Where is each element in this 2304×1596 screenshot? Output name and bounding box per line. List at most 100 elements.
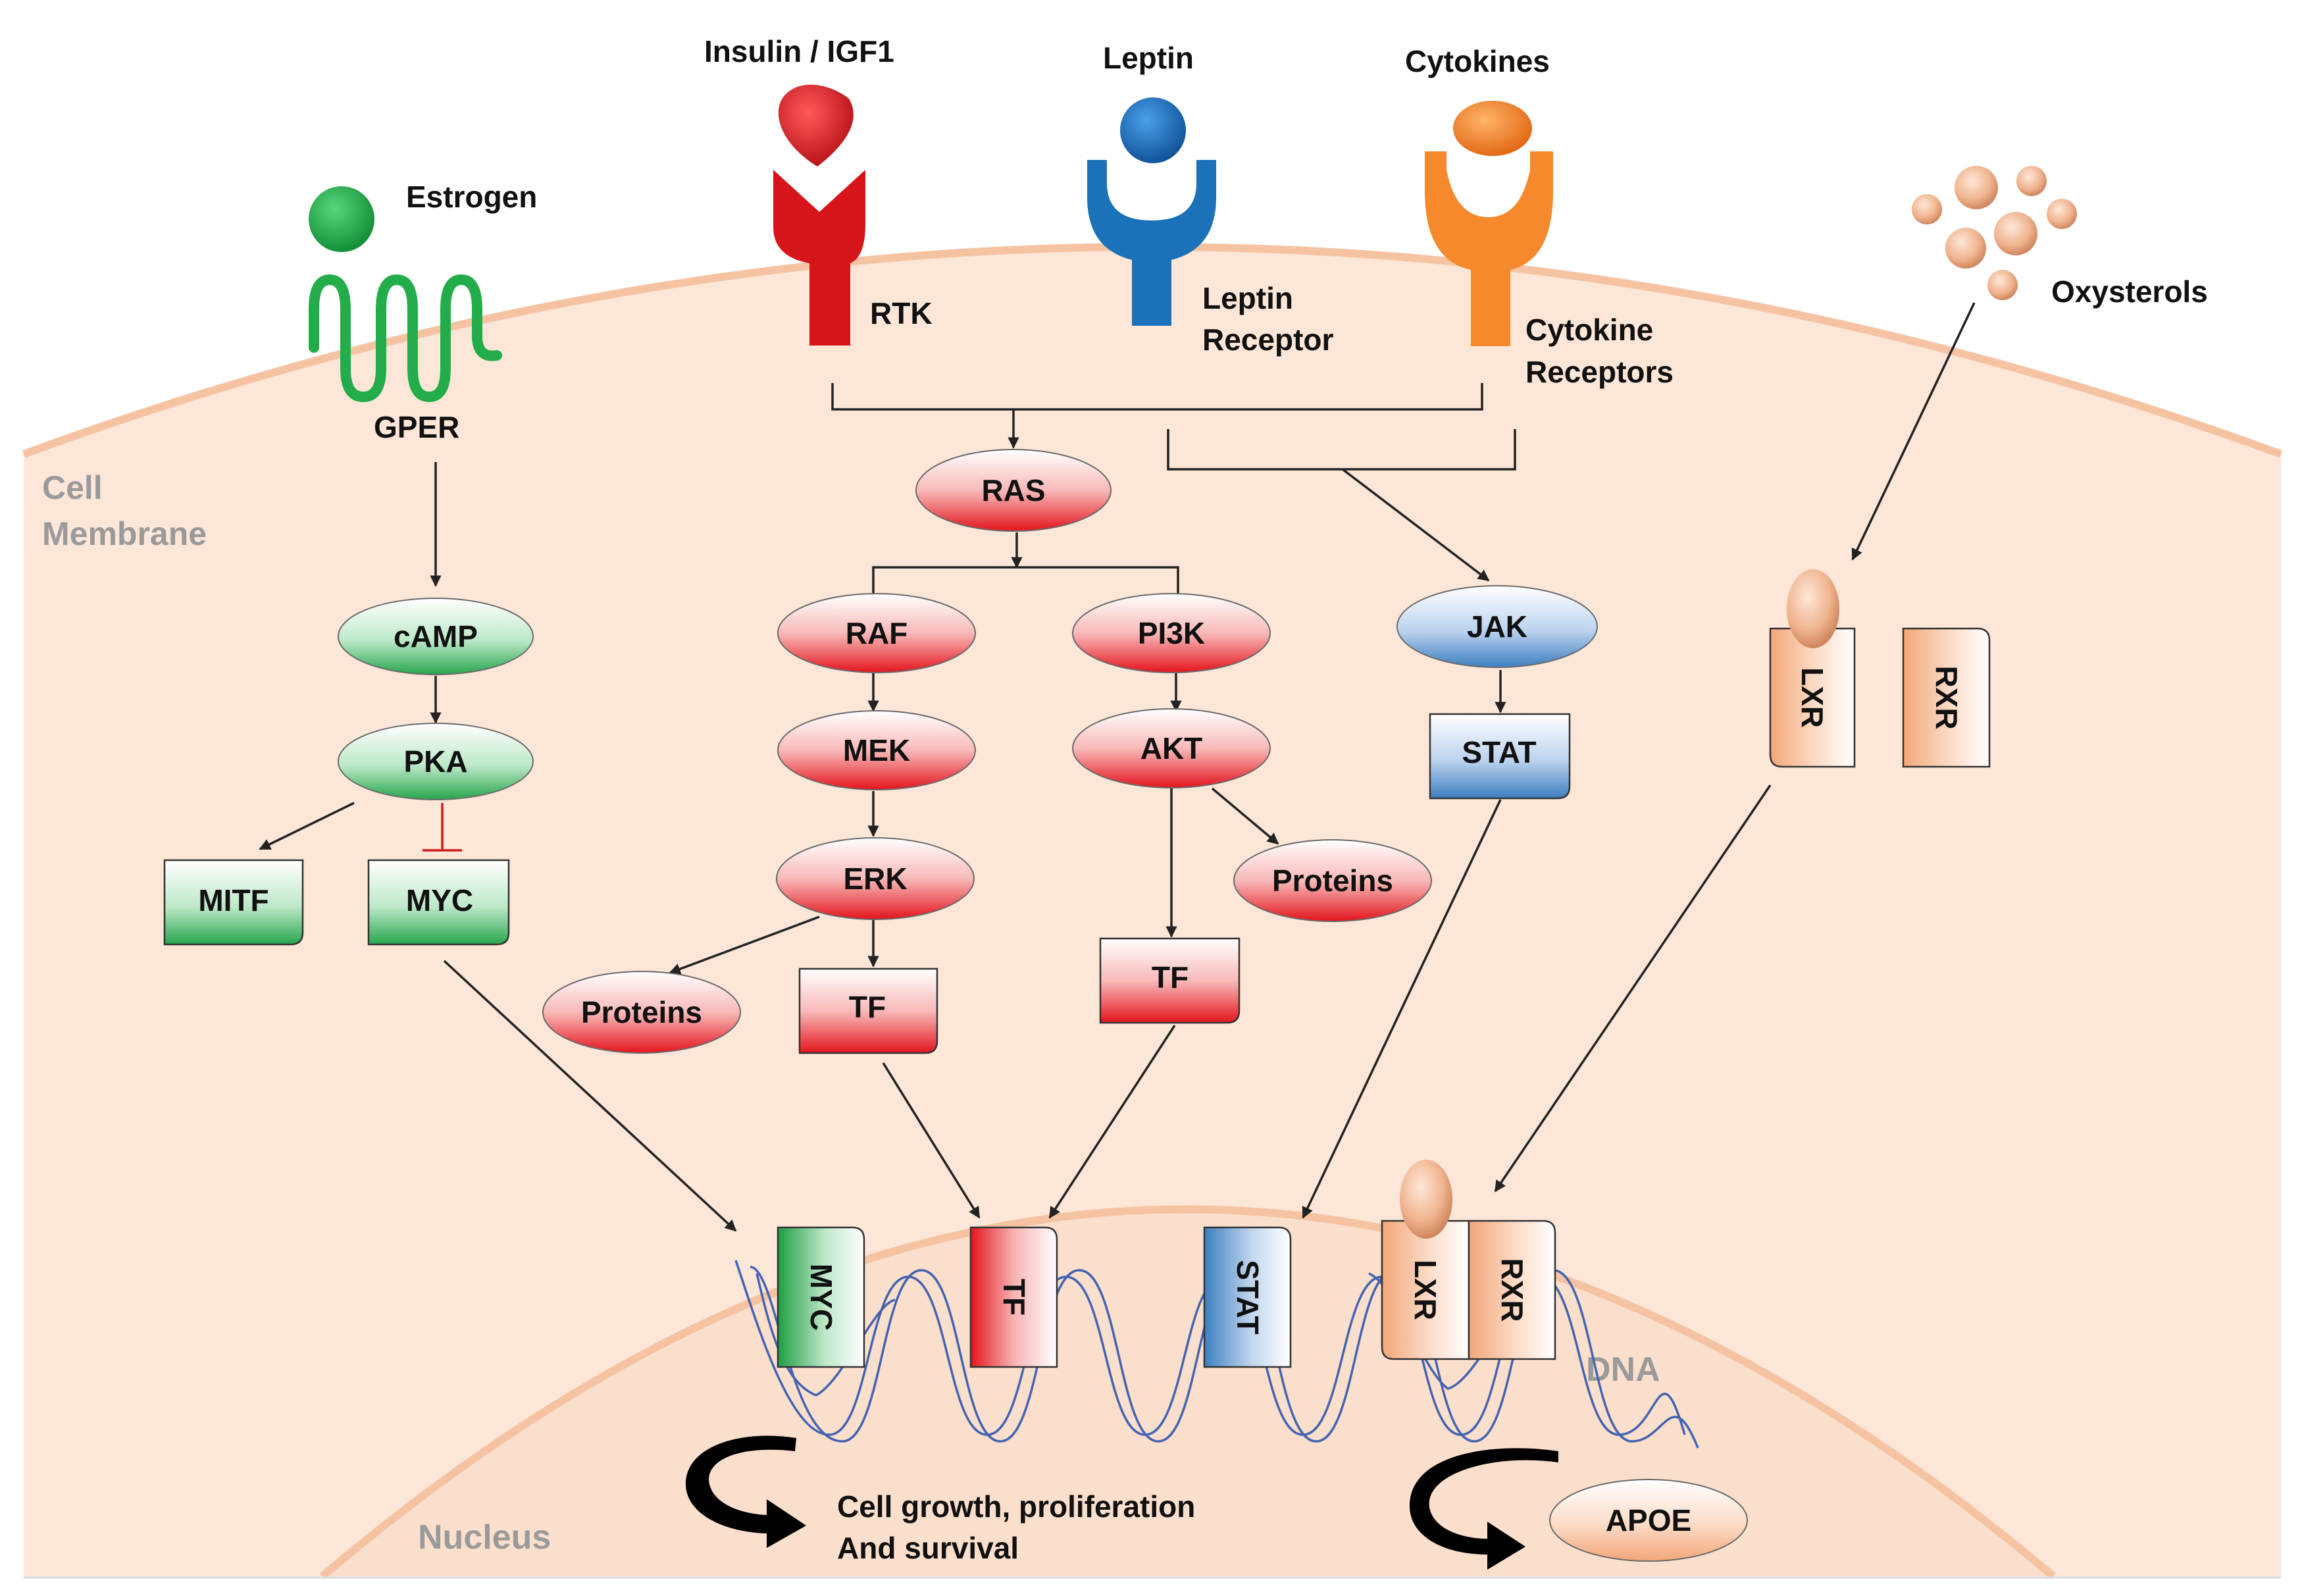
nuclear-tf: TF [969,1226,1058,1368]
pathway-edges [259,302,1976,1232]
node-tf-akt: TF [1099,937,1241,1024]
estrogen-ligand: Estrogen [309,180,537,252]
svg-text:PI3K: PI3K [1138,616,1205,650]
insulin-drop-icon [778,84,854,167]
cytokines-label: Cytokines [1405,44,1550,78]
svg-text:Proteins: Proteins [581,995,702,1029]
oxysterol-bound-icon [1787,569,1839,648]
svg-text:STAT: STAT [1462,735,1536,769]
oxysterols-label: Oxysterols [2051,274,2208,309]
leptin-receptor-icon [1087,160,1216,326]
oxysterol-sphere-icon [1994,212,2037,255]
node-camp: cAMP [338,598,534,675]
edge-pka-mitf [259,802,355,850]
svg-text:TF: TF [849,990,886,1024]
node-pi3k: PI3K [1072,593,1271,673]
cytokine-ball-icon [1453,101,1532,156]
rtk-label: RTK [870,296,933,330]
nuclear-envelope-line [320,1205,2056,1580]
apoe-label: APOE [1606,1503,1691,1537]
nuclear-lxr: LXR [1381,1160,1470,1360]
apoe-output: APOE [1409,1448,1748,1570]
node-erk: ERK [776,837,975,920]
node-lxr: LXR [1769,569,1856,768]
oxysterol-sphere-icon [1955,166,1998,209]
svg-text:RAF: RAF [846,616,908,650]
edge-tf-nucleus-right [1048,1025,1176,1219]
gper-seven-transmembrane-icon [309,274,502,403]
oxysterol-bound-icon [1400,1160,1452,1239]
svg-text:LXR: LXR [1408,1260,1443,1320]
svg-text:cAMP: cAMP [394,619,478,654]
nuclear-stat: STAT [1203,1226,1292,1368]
node-ras: RAS [915,449,1112,532]
node-mitf: MITF [163,859,304,946]
svg-text:RAS: RAS [981,473,1045,507]
leptin-ligand: Leptin [1103,41,1194,163]
oxysterol-sphere-icon [2047,199,2077,229]
leptin-receptor-label: Leptin Receptor [1202,281,1333,357]
svg-text:TF: TF [997,1279,1031,1316]
insulin-ligand: Insulin / IGF1 [704,34,894,167]
svg-text:RXR: RXR [1495,1258,1529,1322]
svg-text:MYC: MYC [804,1264,838,1331]
ras-branch-bracket [872,532,1179,599]
cytokine-receptors-label: Cytokine Receptors [1525,313,1674,389]
oxysterols-ligand: Oxysterols [1912,166,2208,309]
edge-stat-nucleus [1302,799,1502,1219]
nucleus-label: Nucleus [418,1518,551,1557]
leptin-receptor: Leptin Receptor [1087,160,1333,357]
svg-text:MEK: MEK [843,733,910,767]
edge-lxr-nucleus [1494,785,1772,1193]
cytokine-receptor: Cytokine Receptors [1425,151,1674,389]
edge-myc-nucleus [443,960,737,1232]
leptin-ball-icon [1120,97,1186,163]
oxysterol-sphere-icon [1987,270,2018,300]
node-tf-erk: TF [798,967,938,1054]
growth-output: Cell growth, proliferation And survival [685,1435,1204,1565]
svg-text:PKA: PKA [403,744,467,779]
svg-text:MYC: MYC [406,883,473,917]
growth-label: Cell growth, proliferation And survival [837,1489,1204,1565]
svg-text:MITF: MITF [198,883,269,917]
dna-label: DNA [1586,1351,1660,1389]
svg-text:JAK: JAK [1467,609,1527,644]
svg-text:LXR: LXR [1795,667,1830,728]
svg-text:STAT: STAT [1231,1260,1265,1334]
insulin-label: Insulin / IGF1 [704,34,894,68]
node-stat: STAT [1429,713,1571,800]
node-pka: PKA [338,723,534,800]
oxysterol-sphere-icon [2016,166,2047,196]
nuclear-rxr: RXR [1468,1220,1556,1360]
gper-receptor: GPER [309,274,502,444]
node-proteins-erk: Proteins [542,971,741,1054]
node-mek: MEK [777,710,976,790]
curved-arrow-icon [685,1435,806,1548]
edge-oxysterols-lxr [1851,302,1976,561]
node-jak: JAK [1396,585,1598,668]
svg-text:TF: TF [1152,960,1189,994]
svg-text:Proteins: Proteins [1272,863,1393,898]
edge-erk-proteins [669,915,820,975]
nuclear-myc: MYC [777,1226,865,1368]
cytokine-receptor-icon [1425,151,1553,346]
svg-text:ERK: ERK [843,862,907,896]
node-myc: MYC [367,859,510,946]
rtk-receptor: RTK [773,170,933,346]
node-akt: AKT [1072,708,1271,788]
estrogen-label: Estrogen [406,180,537,214]
svg-text:RXR: RXR [1930,665,1964,729]
node-raf: RAF [777,593,976,673]
svg-text:AKT: AKT [1140,731,1203,765]
receptor-bracket-upper [831,383,1483,449]
oxysterol-sphere-icon [1912,194,1942,224]
edge-akt-proteins [1211,787,1279,845]
rtk-receptor-icon [773,170,865,346]
edge-tf-nucleus-left [882,1062,981,1219]
node-rxr: RXR [1902,627,1991,768]
estrogen-ball-icon [309,186,374,252]
curved-arrow-icon [1409,1448,1558,1570]
leptin-label: Leptin [1103,41,1194,75]
receptor-bracket-lower [1167,429,1516,582]
oxysterol-sphere-icon [1945,228,1986,269]
